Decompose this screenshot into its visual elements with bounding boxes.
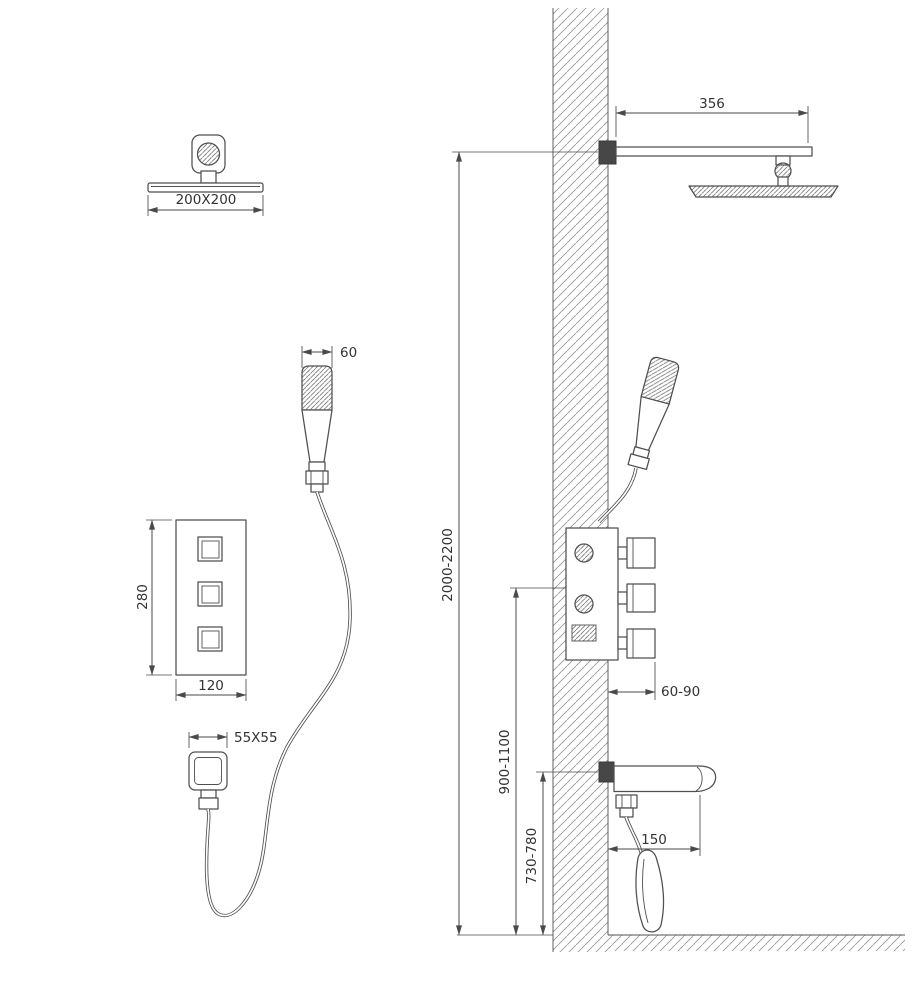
hanging-hand-shower xyxy=(624,816,665,933)
spout-side xyxy=(598,761,717,818)
thermostat-front xyxy=(175,519,247,676)
dim-valve-height-label: 280 xyxy=(135,584,151,610)
floor xyxy=(608,934,905,951)
dim-outlet-size: 55X55 xyxy=(188,730,278,748)
shower-hose xyxy=(204,491,352,918)
dim-spout-height: 730-780 xyxy=(524,771,598,936)
dim-head-size-label: 200X200 xyxy=(176,192,237,208)
hand-shower-front xyxy=(301,365,333,493)
wall-outlet-front xyxy=(188,751,228,810)
dim-valve-width-label: 120 xyxy=(198,678,224,694)
rain-shower-head-front xyxy=(147,134,264,193)
thermostat-side xyxy=(565,527,656,661)
hand-shower-side xyxy=(627,356,680,471)
dim-valve-height: 280 xyxy=(135,519,172,676)
dim-head-size: 200X200 xyxy=(147,192,264,216)
dim-hand-shower-width-label: 60 xyxy=(340,345,357,361)
hand-shower-hose-right xyxy=(597,467,638,524)
dim-spout-height-label: 730-780 xyxy=(524,828,540,884)
dim-spout-reach: 150 xyxy=(607,795,701,856)
dim-valve-width: 120 xyxy=(175,678,247,701)
dim-hand-shower-width: 60 xyxy=(301,345,357,368)
wall xyxy=(552,8,609,952)
dim-valve-mount-height-label: 900-1100 xyxy=(497,730,513,795)
shower-arm-side xyxy=(598,140,839,198)
dim-valve-depth: 60-90 xyxy=(607,662,700,700)
dim-arm-length-label: 356 xyxy=(699,96,725,112)
dim-install-height-label: 2000-2200 xyxy=(440,528,456,602)
dim-install-height: 2000-2200 xyxy=(440,151,598,936)
dim-outlet-size-label: 55X55 xyxy=(234,730,278,746)
dim-valve-depth-label: 60-90 xyxy=(661,684,700,700)
dim-arm-length: 356 xyxy=(615,96,809,143)
dim-spout-reach-label: 150 xyxy=(641,832,667,848)
dim-valve-mount-height: 900-1100 xyxy=(497,587,566,936)
